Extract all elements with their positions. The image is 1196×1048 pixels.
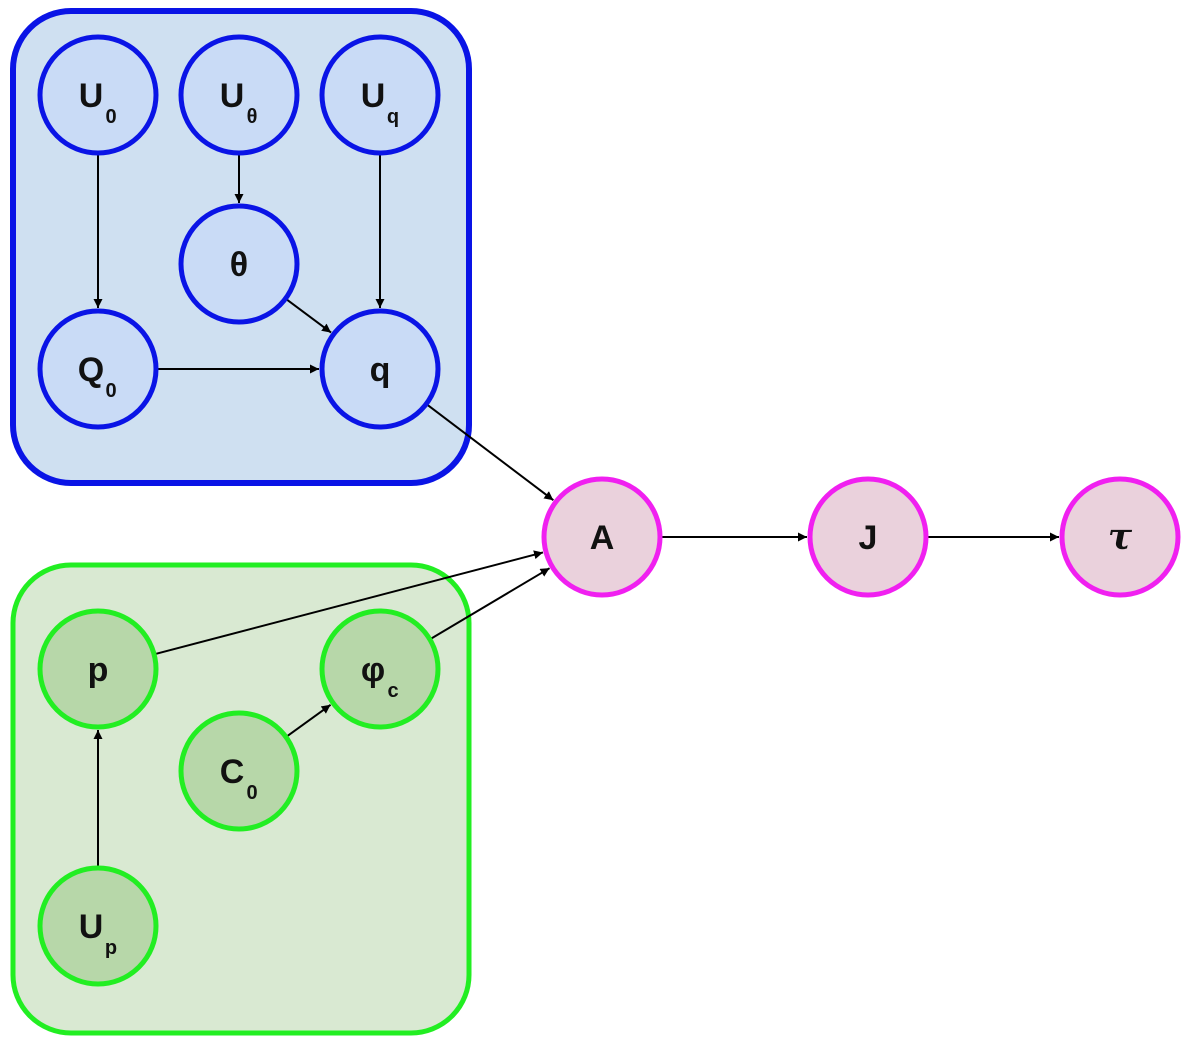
node-Utheta-circle <box>178 34 300 156</box>
node-Q0: Q0 <box>37 308 159 430</box>
node-phic-label: φ <box>361 651 385 689</box>
node-Q0-circle <box>37 308 159 430</box>
edges-layer <box>93 154 1059 867</box>
node-phic: φc <box>319 608 441 730</box>
node-C0-label: C <box>220 753 245 791</box>
node-J: J <box>807 476 929 598</box>
node-tau: τ <box>1059 476 1181 598</box>
node-p-circle <box>37 608 159 730</box>
node-A-label: A <box>590 519 615 557</box>
node-Q0-subscript: 0 <box>105 380 116 402</box>
node-U0-label: U <box>79 77 104 115</box>
node-theta-circle <box>178 203 300 325</box>
node-Uq-circle <box>319 34 441 156</box>
node-Up-subscript: p <box>105 937 117 959</box>
node-A: A <box>541 476 663 598</box>
edge-phic-to-A <box>430 567 551 640</box>
node-J-label: J <box>859 519 878 557</box>
node-J-circle <box>807 476 929 598</box>
node-p: p <box>37 608 159 730</box>
edge-C0-to-phic <box>286 703 332 738</box>
node-Utheta-subscript: θ <box>247 106 258 128</box>
edge-p-to-A <box>154 550 544 656</box>
node-q: q <box>319 308 441 430</box>
node-Uq-subscript: q <box>387 106 399 128</box>
node-p-label: p <box>88 651 109 689</box>
node-Q0-label: Q <box>78 351 104 389</box>
node-q-circle <box>319 308 441 430</box>
node-U0-circle <box>37 34 159 156</box>
node-theta-label: θ <box>230 246 248 284</box>
node-Uq: Uq <box>319 34 441 156</box>
node-Up-circle <box>37 865 159 987</box>
edge-q-to-A <box>426 403 554 501</box>
node-Uq-label: U <box>361 77 386 115</box>
node-Utheta: Uθ <box>178 34 300 156</box>
node-C0-circle <box>178 710 300 832</box>
node-q-label: q <box>370 351 391 389</box>
node-tau-circle <box>1059 476 1181 598</box>
node-C0-subscript: 0 <box>246 782 257 804</box>
node-phic-circle <box>319 608 441 730</box>
node-U0: U0 <box>37 34 159 156</box>
node-U0-subscript: 0 <box>105 106 116 128</box>
node-A-circle <box>541 476 663 598</box>
node-phic-subscript: c <box>387 680 398 702</box>
node-Up-label: U <box>79 908 104 946</box>
node-C0: C0 <box>178 710 300 832</box>
node-Up: Up <box>37 865 159 987</box>
node-tau-label: τ <box>1108 516 1133 558</box>
node-theta: θ <box>178 203 300 325</box>
edge-theta-to-q <box>285 298 332 334</box>
node-Utheta-label: U <box>220 77 245 115</box>
